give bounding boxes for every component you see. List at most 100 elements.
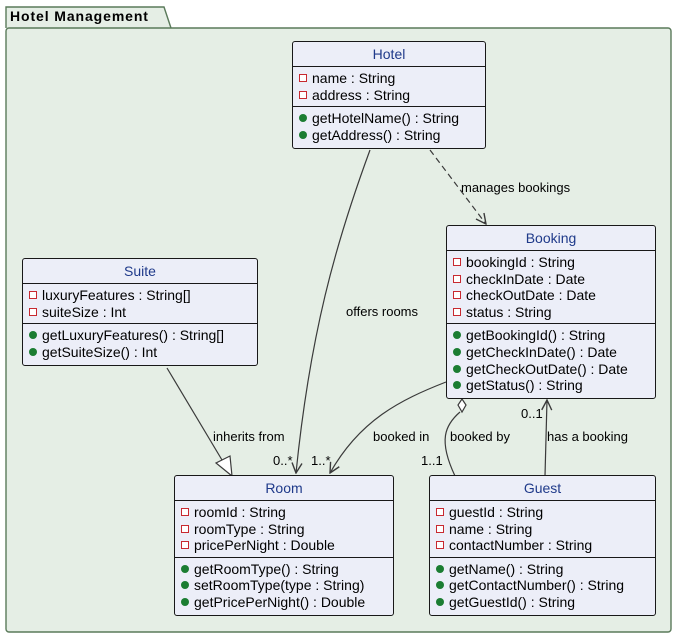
private-icon (453, 274, 461, 283)
method-text: getBookingId() : String (466, 327, 606, 344)
private-icon (453, 291, 461, 300)
private-icon (436, 524, 444, 533)
attribute-row: address : String (299, 87, 485, 104)
attribute-row: roomType : String (181, 521, 393, 538)
public-icon (436, 597, 444, 606)
attribute-text: status : String (466, 303, 552, 320)
method-text: getName() : String (449, 560, 564, 577)
private-icon (299, 90, 307, 99)
aggregation-diamond (457, 397, 467, 414)
attribute-row: luxuryFeatures : String[] (29, 287, 257, 304)
multiplicity-offers-rooms: 0..* (273, 453, 293, 468)
public-icon (453, 381, 461, 390)
private-icon (29, 307, 37, 316)
class-suite-methods: getLuxuryFeatures() : String[] getSuiteS… (23, 323, 257, 363)
class-suite-attributes: luxuryFeatures : String[] suiteSize : In… (23, 283, 257, 323)
class-suite-name: Suite (124, 263, 156, 279)
class-guest-attributes: guestId : String name : String contactNu… (430, 500, 655, 557)
label-manages-bookings: manages bookings (461, 180, 571, 195)
class-guest-name: Guest (523, 480, 562, 496)
label-has-a-booking: has a booking (547, 429, 628, 444)
method-row: getCheckInDate() : Date (453, 344, 655, 361)
method-text: getStatus() : String (466, 377, 583, 394)
public-icon (29, 347, 37, 356)
attribute-row: contactNumber : String (436, 537, 655, 554)
attribute-text: address : String (312, 86, 411, 103)
private-icon (181, 524, 189, 533)
public-icon (453, 331, 461, 340)
edge-offers-rooms (296, 149, 371, 473)
edge-booked-in (330, 381, 447, 473)
private-icon (453, 307, 461, 316)
method-text: getHotelName() : String (312, 110, 460, 127)
class-room[interactable]: Room roomId : String roomType : String p… (174, 475, 394, 616)
label-inherits-from: inherits from (213, 429, 285, 444)
method-text: getRoomType() : String (194, 560, 339, 577)
multiplicity-booked-by: 1..1 (421, 453, 443, 468)
public-icon (181, 564, 189, 573)
private-icon (453, 258, 461, 266)
private-icon (181, 508, 189, 516)
private-icon (299, 74, 307, 82)
attribute-text: suiteSize : Int (42, 303, 127, 320)
private-icon (436, 541, 444, 550)
attribute-row: name : String (436, 521, 655, 538)
method-row: getContactNumber() : String (436, 577, 655, 594)
method-row: getStatus() : String (453, 377, 655, 394)
private-icon (29, 291, 37, 299)
method-row: getRoomType() : String (181, 561, 393, 578)
attribute-text: contactNumber : String (449, 537, 593, 554)
method-row: getAddress() : String (299, 127, 485, 144)
attribute-text: guestId : String (449, 504, 544, 520)
public-icon (453, 364, 461, 373)
method-row: getLuxuryFeatures() : String[] (29, 327, 257, 344)
method-row: getPricePerNight() : Double (181, 594, 393, 611)
attribute-row: suiteSize : Int (29, 304, 257, 321)
attribute-row: name : String (299, 70, 485, 87)
attribute-text: bookingId : String (466, 254, 575, 270)
public-icon (181, 581, 189, 590)
method-row: setRoomType(type : String) (181, 577, 393, 594)
public-icon (29, 331, 37, 340)
package-title: Hotel Management (10, 8, 149, 24)
class-guest-methods: getName() : String getContactNumber() : … (430, 556, 655, 614)
class-suite[interactable]: Suite luxuryFeatures : String[] suiteSiz… (22, 258, 258, 366)
attribute-text: name : String (312, 70, 396, 86)
attribute-text: name : String (449, 520, 533, 537)
class-hotel-name: Hotel (372, 46, 406, 62)
label-offers-rooms: offers rooms (346, 304, 419, 319)
attribute-row: checkInDate : Date (453, 271, 655, 288)
method-text: getAddress() : String (312, 126, 441, 143)
method-text: getCheckOutDate() : Date (466, 360, 628, 377)
public-icon (299, 114, 307, 123)
method-row: getBookingId() : String (453, 327, 655, 344)
class-hotel-attributes: name : String address : String (293, 66, 485, 106)
method-text: getCheckInDate() : Date (466, 343, 617, 360)
attribute-text: pricePerNight : Double (194, 537, 335, 554)
public-icon (436, 564, 444, 573)
inheritance-arrowhead (214, 455, 233, 478)
class-booking-methods: getBookingId() : String getCheckInDate()… (447, 323, 655, 396)
class-booking[interactable]: Booking bookingId : String checkInDate :… (446, 225, 656, 399)
attribute-text: roomType : String (194, 520, 305, 537)
class-hotel[interactable]: Hotel name : String address : String get… (292, 41, 486, 149)
class-guest[interactable]: Guest guestId : String name : String con… (429, 475, 656, 616)
method-text: getLuxuryFeatures() : String[] (42, 327, 225, 344)
attribute-row: status : String (453, 304, 655, 321)
private-icon (181, 541, 189, 550)
class-room-name: Room (265, 480, 303, 496)
method-row: getGuestId() : String (436, 594, 655, 611)
attribute-text: roomId : String (194, 504, 286, 520)
attribute-text: checkInDate : Date (466, 270, 586, 287)
method-text: getGuestId() : String (449, 593, 576, 610)
method-text: getPricePerNight() : Double (194, 593, 366, 610)
edge-inherits-from (166, 367, 226, 466)
public-icon (181, 597, 189, 606)
class-booking-name: Booking (525, 230, 577, 246)
label-booked-by: booked by (450, 429, 510, 444)
class-booking-attributes: bookingId : String checkInDate : Date ch… (447, 250, 655, 323)
public-icon (453, 347, 461, 356)
multiplicity-has-a-booking: 0..1 (521, 406, 543, 421)
attribute-text: checkOutDate : Date (466, 287, 596, 304)
multiplicity-booked-in: 1..* (311, 453, 331, 468)
